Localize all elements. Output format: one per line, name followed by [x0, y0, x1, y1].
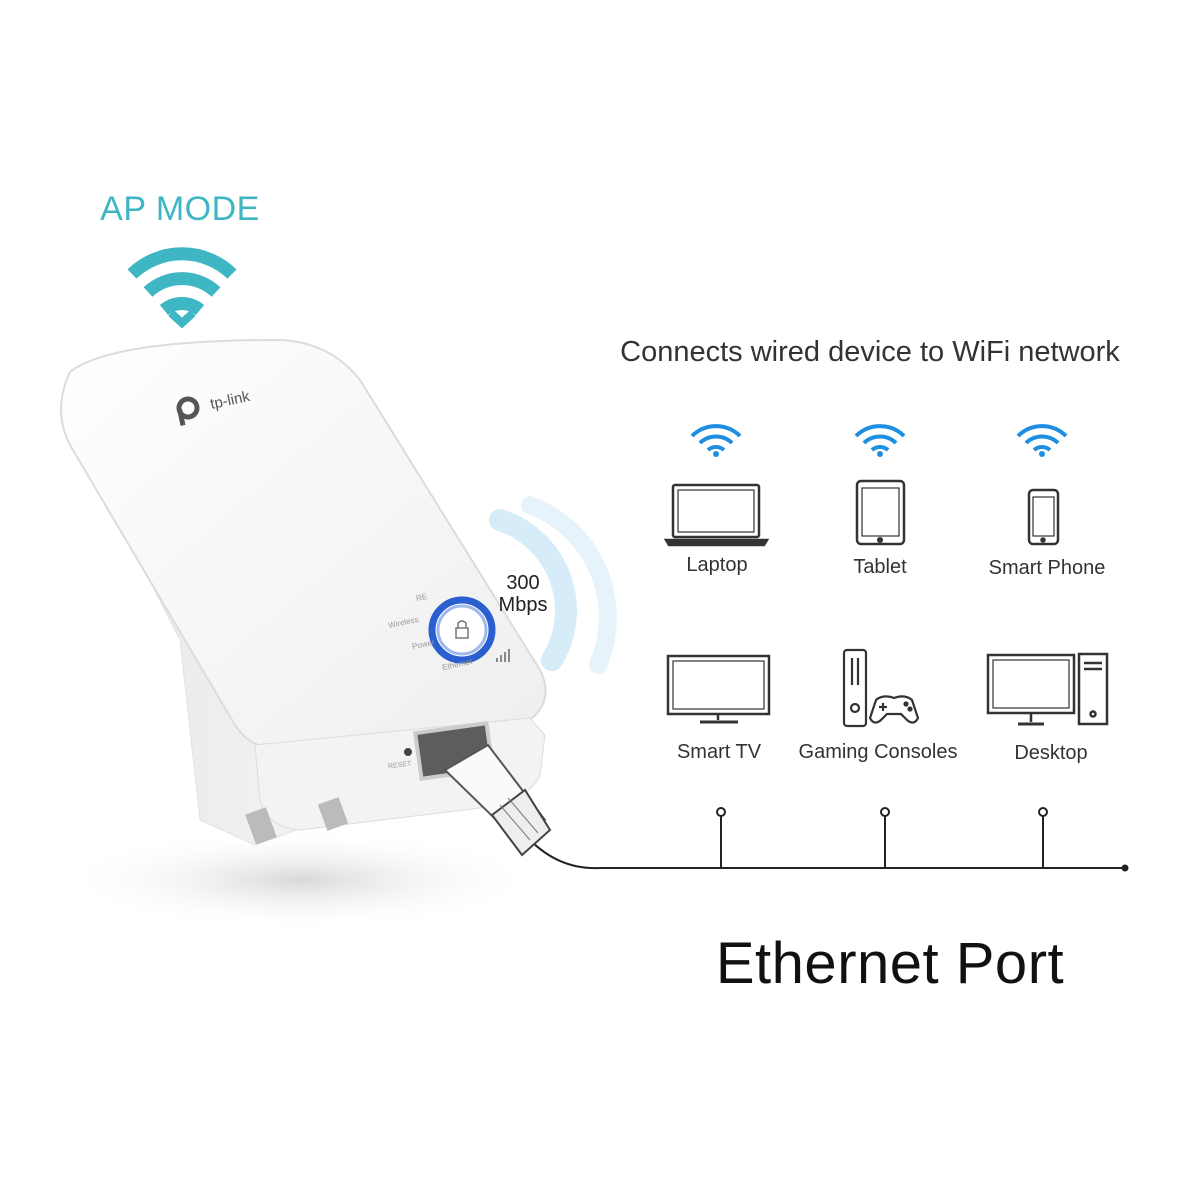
led-ring-inner — [436, 604, 488, 656]
speed-value: 300 — [506, 572, 540, 594]
desktop-icon — [986, 652, 1109, 726]
signal-bars-icon — [496, 649, 510, 662]
device-label-smartphone: Smart Phone — [988, 557, 1106, 579]
diagram-headline: Connects wired device to WiFi network — [620, 336, 1120, 368]
wifi-icon — [690, 424, 742, 457]
ethernet-cable — [443, 743, 601, 870]
device-label-tablet: Tablet — [853, 556, 907, 578]
drop-line — [716, 807, 726, 868]
device-label-smart-tv: Smart TV — [676, 741, 762, 763]
wifi-icon — [854, 424, 906, 457]
plug-prong — [317, 797, 349, 831]
smartphone-icon — [1027, 488, 1060, 546]
device-shadow — [60, 830, 540, 930]
tablet-icon — [855, 479, 906, 546]
lock-icon — [455, 620, 469, 639]
tv-icon — [666, 654, 771, 724]
device-label-desktop: Desktop — [1014, 742, 1088, 764]
bus-endpoint — [1121, 864, 1129, 872]
game-console-icon — [842, 648, 920, 728]
range-extender — [59, 338, 547, 846]
ap-wifi-icon — [127, 247, 237, 329]
speed-label: 300 Mbps — [478, 572, 568, 616]
laptop-icon — [663, 483, 770, 547]
ethernet-port-title: Ethernet Port — [715, 931, 1065, 996]
device-label-gaming-consoles: Gaming Consoles — [798, 741, 958, 763]
plug-prong — [245, 807, 277, 845]
wifi-icon — [1016, 424, 1068, 457]
wps-led-button[interactable] — [428, 596, 496, 664]
signal-glow-icon — [489, 496, 617, 674]
reset-hole[interactable] — [404, 748, 412, 756]
speed-unit: Mbps — [498, 594, 548, 616]
device-label-laptop: Laptop — [686, 554, 748, 576]
tp-link-logo — [176, 396, 200, 426]
drop-line — [880, 807, 890, 868]
ap-mode-title: AP MODE — [100, 190, 260, 228]
drop-line — [1038, 807, 1048, 868]
